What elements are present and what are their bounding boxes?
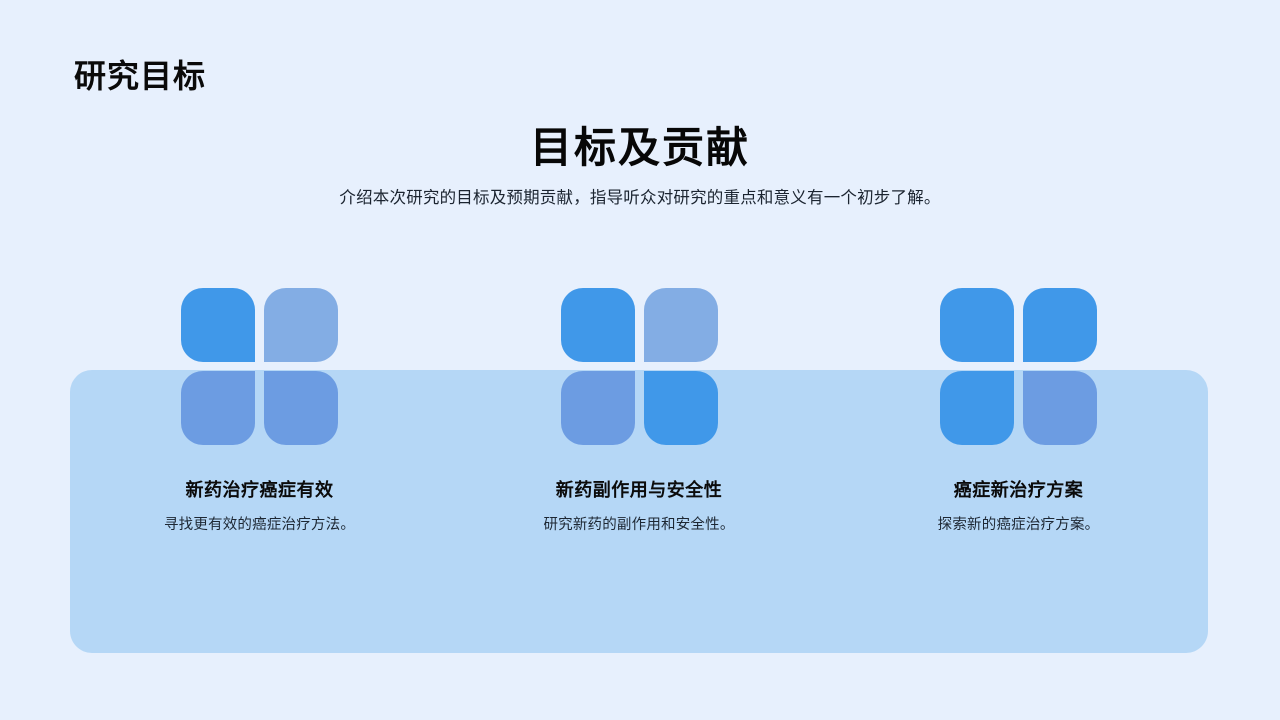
card-description: 探索新的癌症治疗方案。: [937, 517, 1100, 534]
icon-tile-bottom-left: [181, 371, 255, 445]
card-item[interactable]: 新药治疗癌症有效 寻找更有效的癌症治疗方法。: [70, 288, 449, 536]
icon-tile-bottom-right: [1023, 371, 1097, 445]
icon-tile-top-left: [181, 288, 255, 362]
card-item[interactable]: 新药副作用与安全性 研究新药的副作用和安全性。: [450, 288, 829, 536]
icon-tile-top-right: [643, 288, 718, 362]
icon-tile-top-left: [560, 288, 635, 362]
icon-tile-bottom-left: [560, 371, 635, 445]
grid-pinwheel-icon: [181, 288, 338, 445]
icon-tile-top-right: [1023, 288, 1097, 362]
section-title: 研究目标: [74, 58, 207, 94]
card-description: 寻找更有效的癌症治疗方法。: [163, 517, 356, 534]
icon-tile-top-right: [264, 288, 338, 362]
grid-pinwheel-icon: [560, 288, 718, 445]
card-description: 研究新药的副作用和安全性。: [543, 517, 735, 534]
grid-pinwheel-icon: [940, 288, 1097, 445]
icon-tile-top-left: [940, 288, 1014, 362]
card-title: 癌症新治疗方案: [953, 480, 1084, 500]
icon-tile-bottom-right: [264, 371, 338, 445]
card-title: 新药副作用与安全性: [555, 480, 723, 500]
icon-tile-bottom-right: [643, 371, 718, 445]
cards-row: 新药治疗癌症有效 寻找更有效的癌症治疗方法。 新药副作用与安全性 研究新药的副作…: [70, 288, 1208, 588]
card-title: 新药治疗癌症有效: [185, 480, 334, 500]
card-item[interactable]: 癌症新治疗方案 探索新的癌症治疗方案。: [829, 288, 1208, 536]
icon-tile-bottom-left: [940, 371, 1014, 445]
content-panel: [70, 370, 1208, 653]
headline-block: 目标及贡献 介绍本次研究的目标及预期贡献，指导听众对研究的重点和意义有一个初步了…: [0, 124, 1280, 211]
page-subtitle: 介绍本次研究的目标及预期贡献，指导听众对研究的重点和意义有一个初步了解。: [339, 189, 941, 208]
page-title: 目标及贡献: [529, 124, 750, 171]
